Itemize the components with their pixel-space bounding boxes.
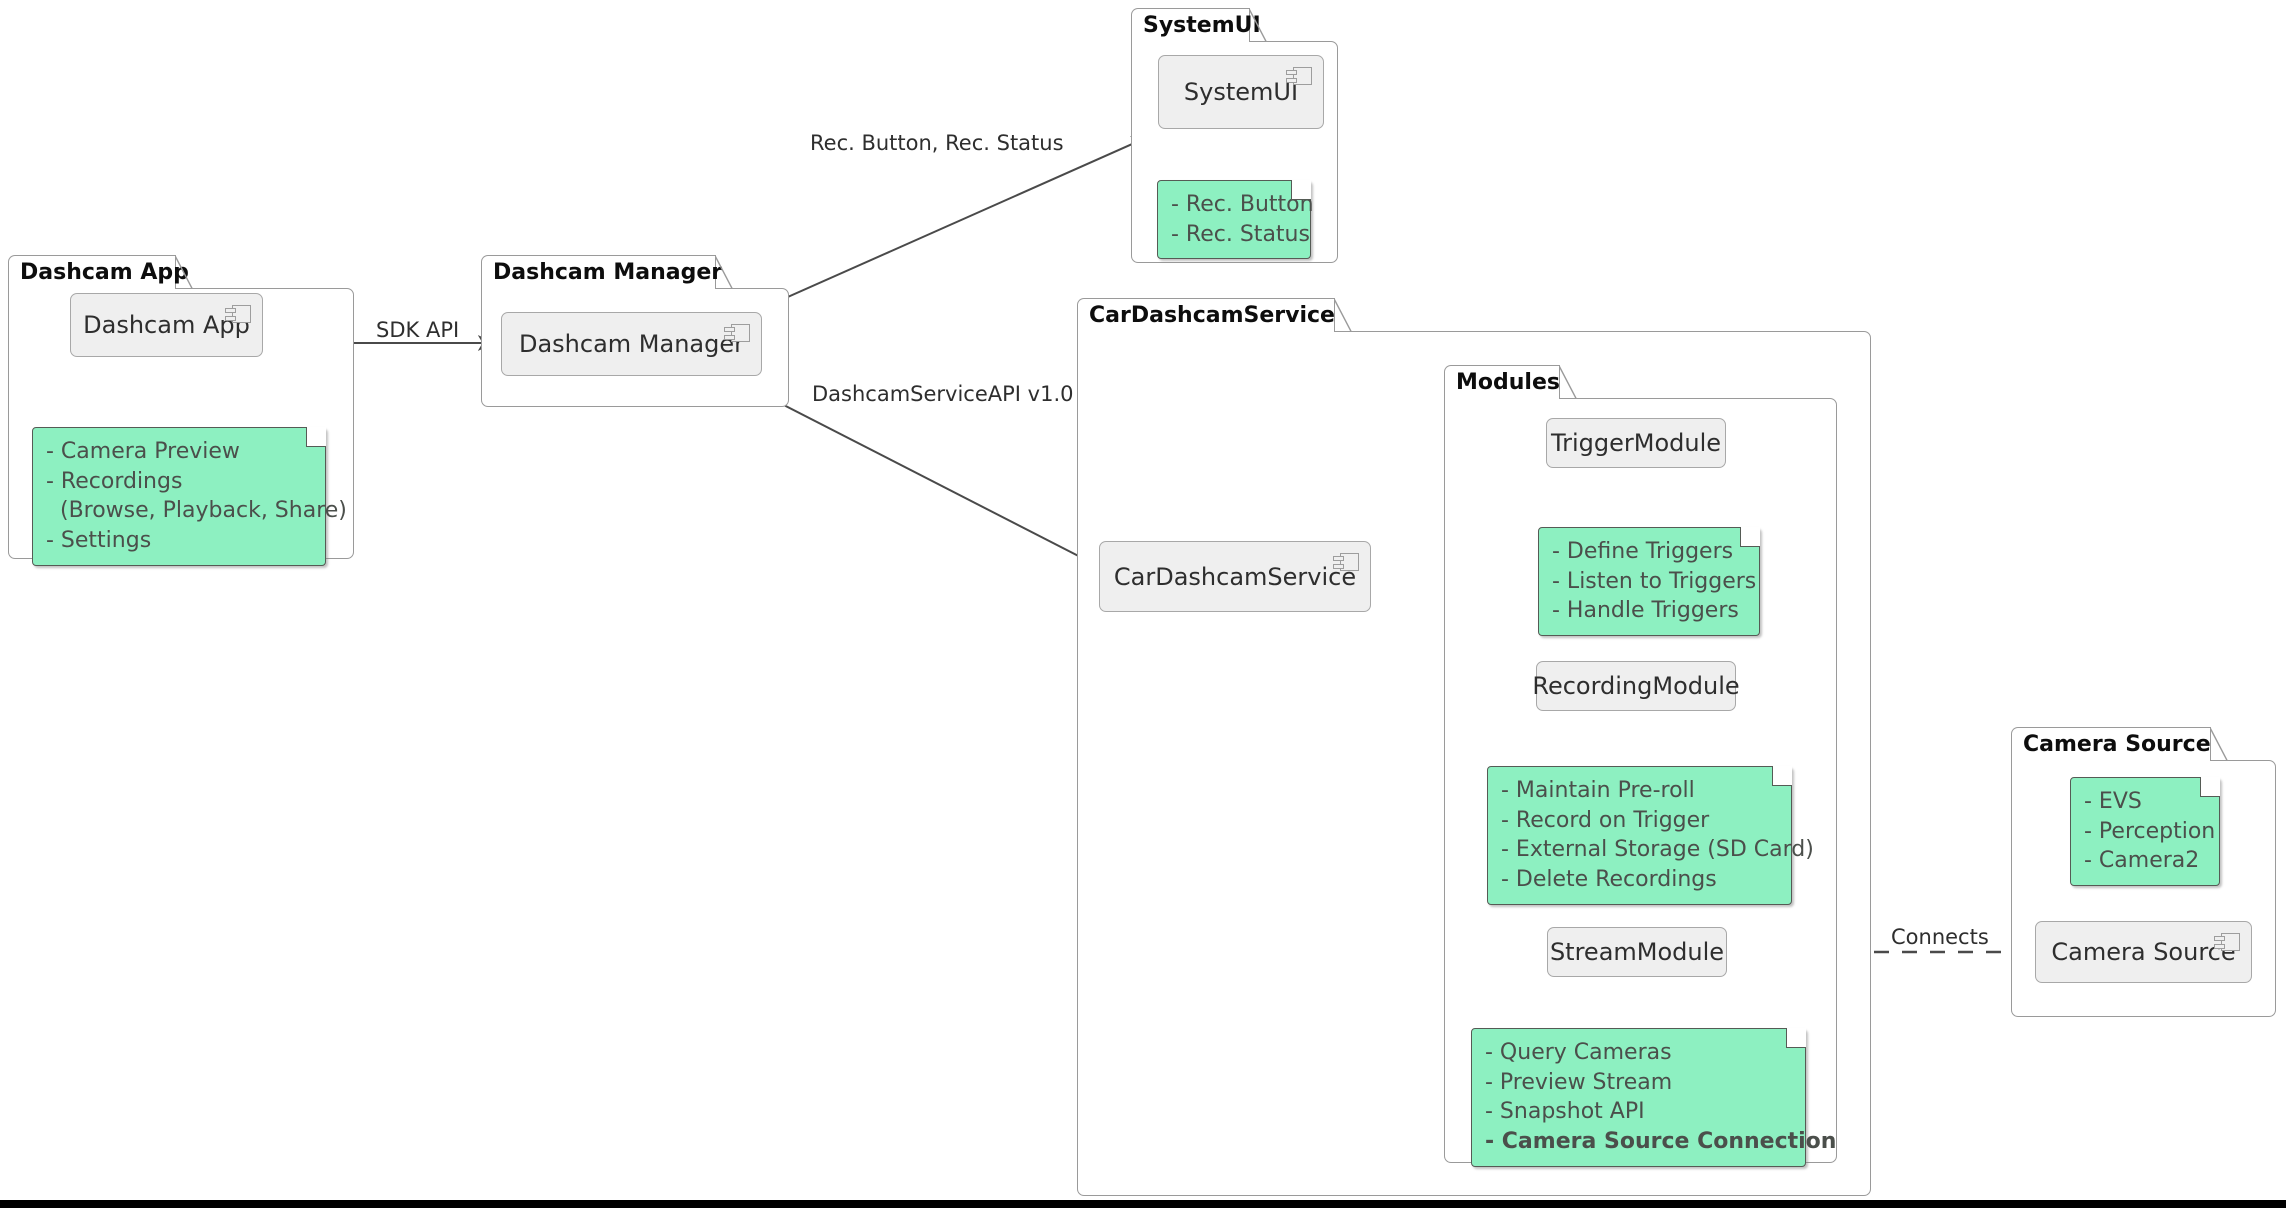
component-dashcam-manager[interactable]: Dashcam Manager <box>501 312 762 376</box>
note-line: - Rec. Status <box>1171 221 1310 247</box>
note-line: - Maintain Pre-roll <box>1501 778 1695 803</box>
package-tab-corner <box>1334 298 1352 332</box>
package-tab-modules: Modules <box>1444 365 1560 399</box>
note-line: - EVS <box>2084 789 2142 814</box>
package-label-systemui: SystemUI <box>1143 13 1261 38</box>
edge-label-dashcamserviceapi: DashcamServiceAPI v1.0 <box>812 382 1074 406</box>
note-line: - Snapshot API <box>1485 1099 1645 1125</box>
edge-manager-to-systemui <box>744 136 1150 317</box>
note-line: - Recordings <box>46 468 183 494</box>
note-line: - Define Triggers <box>1552 539 1734 564</box>
package-label-dashcam-app: Dashcam App <box>20 260 189 285</box>
component-label-systemui: SystemUI <box>1183 78 1299 106</box>
note-line: - Camera Source Connection <box>1485 1129 1837 1155</box>
component-label-stream-module: StreamModule <box>1549 938 1725 966</box>
component-label-camera-source: Camera Source <box>2051 938 2236 966</box>
uml-component-icon <box>1286 67 1312 85</box>
note-systemui: - Rec. Button - Rec. Status <box>1157 180 1314 260</box>
edge-manager-to-service <box>734 379 1100 567</box>
uml-component-icon <box>1333 553 1359 571</box>
component-camera-source[interactable]: Camera Source <box>2035 921 2252 983</box>
note-line: - Camera Preview <box>46 439 240 464</box>
note-line: - Record on Trigger <box>1501 807 1710 833</box>
note-recording-module: - Maintain Pre-roll - Record on Trigger … <box>1487 766 1814 905</box>
package-tab-corner <box>715 255 733 289</box>
note-line: - Handle Triggers <box>1552 598 1739 624</box>
note-camera-source: - EVS - Perception - Camera2 <box>2070 777 2220 887</box>
note-line: - Perception <box>2084 818 2216 844</box>
component-cardashcamservice[interactable]: CarDashcamService <box>1099 541 1371 612</box>
edge-label-connects: Connects <box>1891 925 1989 949</box>
note-line: - Rec. Button <box>1171 192 1314 217</box>
uml-component-icon <box>2214 933 2240 951</box>
uml-component-icon <box>724 324 750 342</box>
note-fold-corner <box>1786 1028 1806 1048</box>
note-line: - Query Cameras <box>1485 1040 1672 1065</box>
note-line: - Delete Recordings <box>1501 867 1717 893</box>
component-dashcam-app[interactable]: Dashcam App <box>70 293 263 357</box>
component-label-cardashcamservice: CarDashcamService <box>1113 562 1357 591</box>
note-dashcam-app: - Camera Preview - Recordings (Browse, P… <box>32 427 347 566</box>
component-stream-module[interactable]: StreamModule <box>1547 927 1727 977</box>
component-label-recording-module: RecordingModule <box>1532 672 1740 700</box>
note-line: (Browse, Playback, Share) <box>46 498 347 524</box>
package-tab-dashcam-app: Dashcam App <box>8 255 189 289</box>
note-trigger-module: - Define Triggers - Listen to Triggers -… <box>1538 527 1760 637</box>
edge-label-sdk-api: SDK API <box>376 318 460 342</box>
component-trigger-module[interactable]: TriggerModule <box>1546 418 1726 468</box>
package-tab-dashcam-manager: Dashcam Manager <box>481 255 722 289</box>
package-label-dashcam-manager: Dashcam Manager <box>493 260 723 285</box>
component-label-trigger-module: TriggerModule <box>1550 429 1722 457</box>
note-line: - External Storage (SD Card) <box>1501 837 1814 863</box>
note-line: - Settings <box>46 528 152 554</box>
package-tab-corner <box>1559 365 1577 399</box>
note-line: - Preview Stream <box>1485 1069 1673 1095</box>
note-line: - Camera2 <box>2084 848 2200 874</box>
edge-label-rec-button-status: Rec. Button, Rec. Status <box>810 131 1064 155</box>
component-label-dashcam-manager: Dashcam Manager <box>518 330 744 358</box>
note-fold-corner <box>1740 527 1760 547</box>
package-label-camera-source: Camera Source <box>2023 732 2211 757</box>
component-recording-module[interactable]: RecordingModule <box>1532 661 1740 711</box>
package-tab-cardashcamservice: CarDashcamService <box>1077 298 1335 332</box>
package-tab-corner <box>1249 8 1267 42</box>
package-tab-camera-source: Camera Source <box>2011 727 2211 761</box>
note-fold-corner <box>306 427 326 447</box>
package-tab-corner <box>2210 727 2228 761</box>
note-line: - Listen to Triggers <box>1552 568 1757 594</box>
component-systemui[interactable]: SystemUI <box>1158 55 1324 129</box>
note-fold-corner <box>2200 777 2220 797</box>
uml-component-icon <box>225 305 251 323</box>
package-tab-corner <box>175 255 193 289</box>
package-label-modules: Modules <box>1456 370 1560 395</box>
note-stream-module: - Query Cameras - Preview Stream - Snaps… <box>1471 1028 1837 1167</box>
package-label-cardashcamservice: CarDashcamService <box>1089 303 1335 328</box>
component-label-dashcam-app: Dashcam App <box>83 311 250 339</box>
package-tab-systemui: SystemUI <box>1131 8 1261 42</box>
bottom-border-bar <box>0 1200 2286 1208</box>
note-fold-corner <box>1291 180 1311 200</box>
note-fold-corner <box>1772 766 1792 786</box>
